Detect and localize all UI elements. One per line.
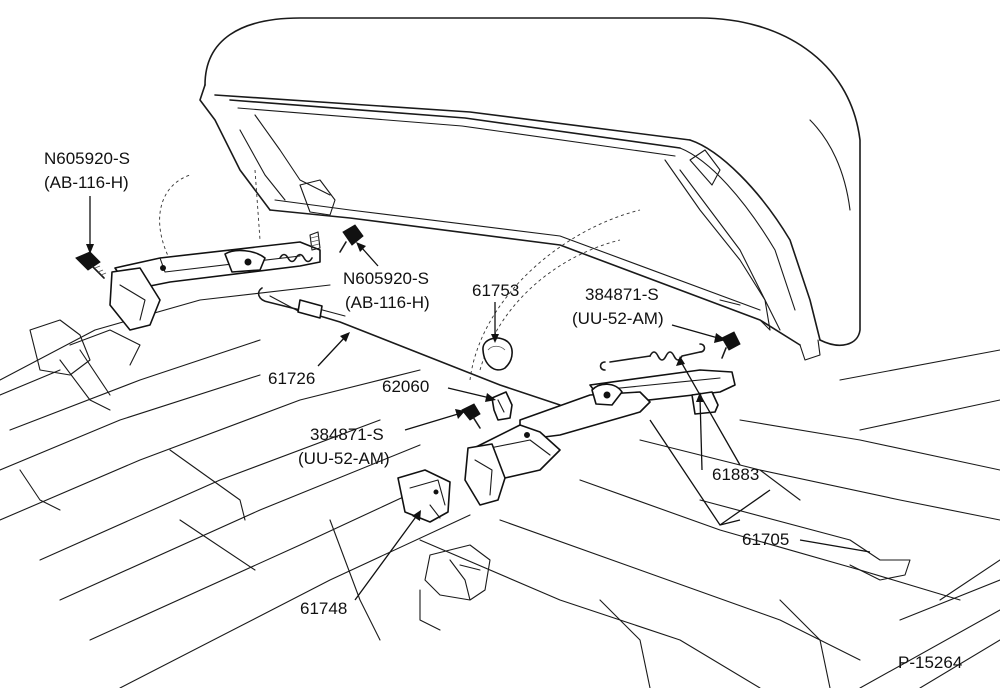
clip-62060: [491, 391, 513, 421]
figure-code: P-15264: [898, 653, 962, 672]
label-61883: 61883: [712, 465, 759, 484]
label-uu52am-right: (UU-52-AM): [572, 309, 664, 328]
left-hinge-assembly: [75, 231, 321, 331]
label-ab116h-center: (AB-116-H): [345, 293, 430, 312]
cable-61726: [257, 287, 561, 406]
right-latch-assembly: [397, 331, 741, 523]
label-ab116h-top: (AB-116-H): [44, 173, 129, 192]
label-uu52am-lower: (UU-52-AM): [298, 449, 390, 468]
knob-61753: [482, 337, 513, 371]
label-n605920-top: N605920-S: [44, 149, 130, 168]
label-61726: 61726: [268, 369, 315, 388]
seat-back-frame: [199, 17, 861, 361]
label-384871-right: 384871-S: [585, 285, 659, 304]
callout-labels: N605920-S (AB-116-H) N605920-S (AB-116-H…: [44, 149, 962, 672]
leader-lines: [86, 196, 871, 601]
label-61753: 61753: [472, 281, 519, 300]
label-61748: 61748: [300, 599, 347, 618]
screw-384871-lower: [461, 403, 481, 429]
label-61705: 61705: [742, 530, 789, 549]
car-body-outline: [0, 284, 1000, 688]
label-n605920-center: N605920-S: [343, 269, 429, 288]
bolt-n605920-left: [75, 251, 107, 279]
label-384871-lower: 384871-S: [310, 425, 384, 444]
label-62060: 62060: [382, 377, 429, 396]
bolt-n605920-center: [339, 224, 364, 253]
